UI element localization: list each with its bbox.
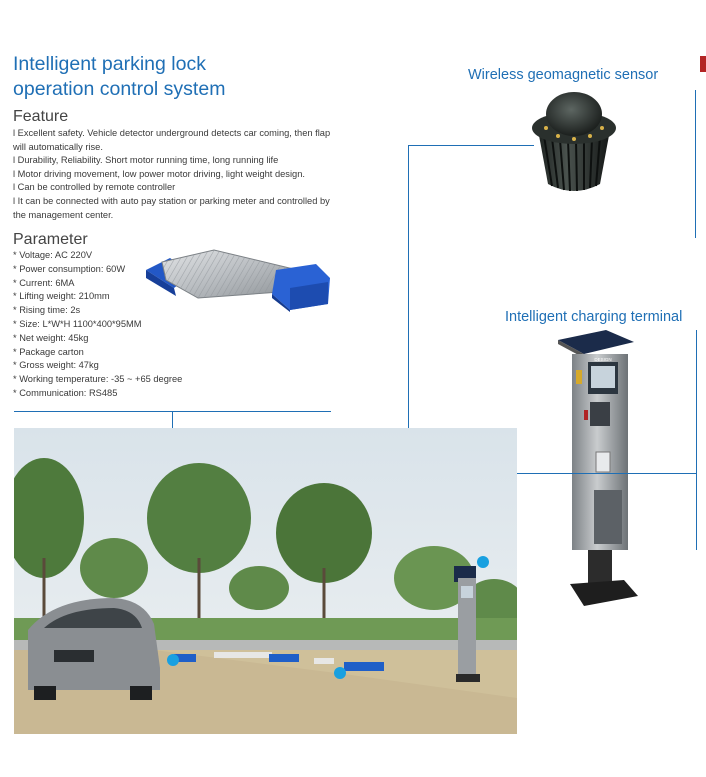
sensor-connector-vertical — [408, 145, 409, 673]
parameter-item: * Gross weight: 47kg — [13, 360, 99, 371]
parameter-item: * Power consumption: 60W — [13, 263, 126, 274]
sensor-connector-horizontal — [408, 145, 534, 146]
feature-item: l Excellent safety. Vehicle detector und… — [13, 128, 331, 152]
sensor-label: Wireless geomagnetic sensor — [468, 67, 659, 83]
parameter-item: * Working temperature: -35 ~ +65 degree — [13, 374, 183, 385]
parameter-item: * Package carton — [13, 346, 84, 357]
feature-item: l Can be controlled by remote controller — [13, 182, 176, 193]
lock-connector-dot — [167, 654, 179, 666]
feature-item: l Motor driving movement, low power moto… — [13, 168, 305, 179]
terminal-base — [570, 580, 638, 606]
title-line-2: operation control system — [13, 78, 226, 100]
terminal-label: Intelligent charging terminal — [505, 309, 683, 325]
terminal-in-scene — [454, 566, 480, 682]
sensor-connector-dot — [334, 667, 346, 679]
feature-item: l Durability, Reliability. Short motor r… — [13, 155, 279, 166]
cutoff-red-marker — [700, 56, 706, 72]
parameter-item: * Voltage: AC 220V — [13, 250, 93, 260]
sensor-cap — [546, 92, 602, 136]
feature-list: l Excellent safety. Vehicle detector und… — [13, 127, 343, 222]
parameter-list: * Voltage: AC 220V * Power consumption: … — [13, 249, 213, 401]
charging-terminal-image: DESIGN — [558, 330, 638, 606]
parameter-item: * Lifting weight: 210mm — [13, 291, 110, 302]
parameter-item: * Size: L*W*H 1100*400*95MM — [13, 318, 142, 329]
parameter-item: * Current: 6MA — [13, 277, 75, 288]
lock-base-left-side — [146, 270, 176, 296]
terminal-connector-dot — [477, 556, 489, 568]
terminal-connector-vertical — [696, 330, 697, 550]
parking-lock-installed — [174, 652, 384, 671]
cutoff-line — [695, 90, 696, 238]
parked-car — [28, 598, 160, 700]
terminal-connector-horizontal — [482, 473, 696, 474]
ticket-slot — [595, 451, 611, 473]
trees — [14, 458, 517, 627]
terminal-brand: DESIGN — [594, 357, 611, 362]
page-title: Intelligent parking lock operation contr… — [13, 52, 225, 102]
parameter-item: * Rising time: 2s — [13, 305, 81, 316]
solar-panel — [558, 330, 634, 354]
parameter-heading: Parameter — [13, 231, 88, 248]
terminal-pedestal — [588, 550, 612, 584]
title-line-1: Intelligent parking lock — [13, 53, 206, 75]
feature-heading: Feature — [13, 108, 69, 125]
parameter-item: * Communication: RS485 — [13, 387, 118, 398]
parking-lock-image — [146, 249, 330, 312]
parking-scene-photo — [14, 428, 517, 734]
terminal-keypad — [590, 402, 610, 426]
speaker-grille — [594, 490, 622, 544]
parameter-item: * Net weight: 45kg — [13, 332, 89, 343]
feature-item: l It can be connected with auto pay stat… — [13, 195, 330, 220]
geomagnetic-sensor-image — [532, 92, 616, 192]
